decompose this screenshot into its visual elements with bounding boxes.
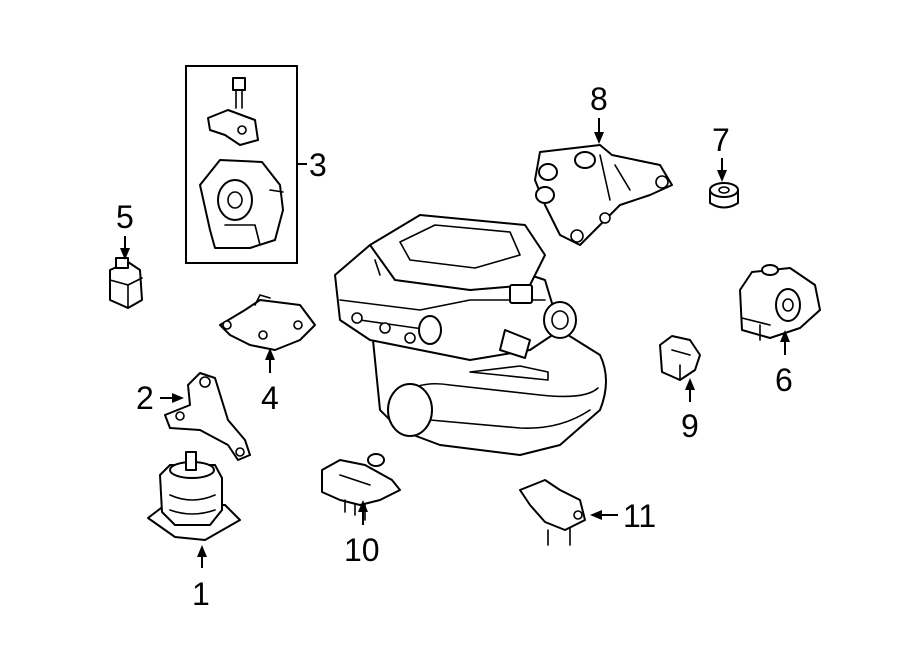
callout-5: 5: [116, 199, 134, 235]
callout-2: 2: [136, 380, 154, 416]
callout-3: 3: [309, 147, 327, 183]
part-4-bracket: [219, 294, 316, 351]
callout-6: 6: [775, 362, 793, 398]
part-9-small-bracket: [659, 335, 701, 381]
part-3-mount-assembly: [185, 65, 298, 264]
callout-8: 8: [590, 81, 608, 117]
callout-10: 10: [344, 532, 380, 568]
part-8-engine-bracket: [534, 144, 673, 246]
engine-assembly: [334, 214, 607, 456]
callout-numbers: 1 2 3 4 5 6 7 8 9 10 11: [116, 81, 793, 612]
callout-7: 7: [712, 122, 730, 158]
part-6-mount: [739, 264, 821, 341]
callout-1: 1: [192, 576, 210, 612]
part-11-mount: [519, 479, 586, 546]
callout-leaders: [120, 118, 790, 568]
callout-9: 9: [681, 408, 699, 444]
part-10-mount: [321, 453, 401, 521]
part-2-bracket: [164, 372, 251, 461]
part-7-bushing: [709, 182, 739, 209]
part-1-engine-mount: [147, 451, 241, 541]
callout-4: 4: [261, 380, 279, 416]
part-5-small-mount: [109, 257, 143, 309]
callout-11: 11: [623, 498, 656, 534]
